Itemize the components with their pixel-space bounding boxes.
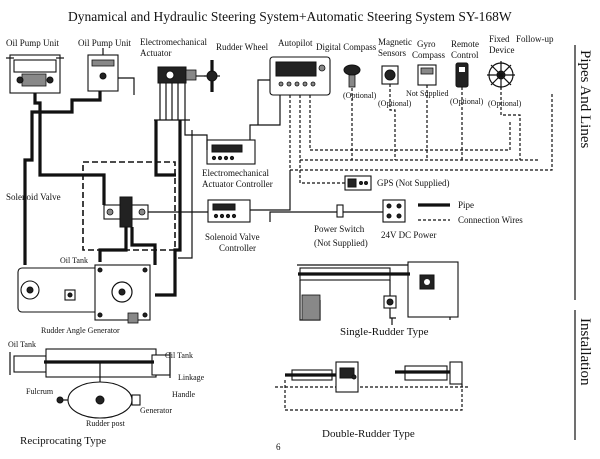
legend-pipe-label: Pipe (458, 200, 474, 210)
power-supply-icon (382, 199, 406, 223)
label-fulcrum: Fulcrum (26, 387, 54, 396)
gps-icon (344, 175, 372, 191)
hydraulic-pipe-a (154, 120, 176, 177)
autopilot-icon (269, 56, 331, 96)
label-not-supplied: Not Supplied (406, 89, 448, 98)
label-optional-4: (Optional) (488, 99, 522, 108)
diagram-title: Dynamical and Hydraulic Steering System+… (68, 9, 512, 24)
label-optional-3: (Optional) (450, 97, 484, 106)
label-autopilot: Autopilot (278, 38, 313, 48)
label-gyro-compass-1: Gyro (417, 39, 436, 49)
double-rudder-figure (275, 361, 470, 411)
wire-inner (309, 95, 511, 151)
label-gyro-compass-2: Compass (412, 50, 446, 60)
wire-follow-up (500, 87, 521, 160)
rudder-wheel-icon (196, 60, 220, 92)
wire-power-1 (269, 211, 337, 222)
label-sv-controller-2: Controller (219, 243, 256, 253)
wire-outer (289, 92, 553, 171)
side-label-installation: Installation (577, 318, 593, 386)
follow-up-wheel-icon (487, 61, 515, 89)
wire-gps (299, 160, 345, 184)
wire-to-em-controller (249, 95, 281, 140)
label-oil-pump-unit-1: Oil Pump Unit (6, 38, 60, 48)
label-linkage: Linkage (178, 373, 205, 382)
magnetic-sensor-icon (381, 65, 399, 85)
gyro-compass-icon (417, 64, 437, 86)
sv-controller-wire (250, 170, 291, 211)
label-rudder-post: Rudder post (86, 419, 126, 428)
digital-compass-icon (343, 64, 361, 88)
oil-pump-unit-2-icon (87, 48, 119, 92)
oil-tank-cylinder-icon (17, 264, 151, 324)
em-actuator-controller-icon (206, 139, 256, 165)
power-switch-icon (336, 204, 344, 218)
label-follow-up: Follow-up (516, 34, 554, 44)
solenoid-valve-controller-icon (207, 199, 251, 223)
pump2-wire (118, 77, 135, 95)
legend-wires-label: Connection Wires (458, 215, 523, 225)
label-rudder-wheel: Rudder Wheel (216, 42, 269, 52)
reciprocating-type-figure (9, 348, 171, 419)
em-actuator-icon (157, 66, 197, 84)
label-rudder-angle-generator: Rudder Angle Generator (41, 326, 120, 335)
label-magnetic-sensors-1: Magnetic (378, 37, 412, 47)
page-number: 6 (276, 442, 281, 452)
wire-to-generator (178, 130, 193, 259)
wire-magnetic (389, 84, 396, 160)
side-label-pipes-and-lines: Pipes And Lines (577, 50, 593, 148)
label-sv-controller-1: Solenoid Valve (205, 232, 260, 242)
label-magnetic-sensors-2: Sensors (378, 48, 406, 58)
label-generator: Generator (140, 406, 172, 415)
valve-to-cylinder-b (130, 227, 157, 265)
label-power-switch-2: (Not Supplied) (314, 238, 368, 248)
label-24v-dc-power: 24V DC Power (381, 230, 436, 240)
label-em-actuator-1: Electromechanical (140, 37, 207, 47)
pump-return (23, 135, 34, 265)
label-em-controller-2: Actuator Controller (202, 179, 273, 189)
caption-reciprocating-type: Reciprocating Type (20, 435, 106, 447)
solenoid-valve-box (82, 161, 176, 251)
caption-single-rudder-type: Single-Rudder Type (340, 326, 429, 338)
label-oil-tank-2: Oil Tank (8, 340, 36, 349)
valve-to-cylinder (98, 227, 128, 262)
solenoid-valve-icon (103, 196, 149, 228)
label-em-controller-1: Electromechanical (202, 168, 269, 178)
label-oil-pump-unit-2: Oil Pump Unit (78, 38, 132, 48)
label-device: Device (489, 45, 514, 55)
hydraulic-pipe-b (155, 120, 182, 297)
label-power-switch-1: Power Switch (314, 224, 365, 234)
wire-autopilot-side (257, 79, 270, 125)
single-rudder-figure (297, 261, 459, 325)
remote-control-icon (455, 62, 469, 88)
pump1-to-valve (38, 132, 106, 205)
label-gps: GPS (Not Supplied) (377, 178, 450, 188)
label-oil-tank-3: Oil Tank (165, 351, 193, 360)
label-solenoid-valve: Solenoid Valve (6, 192, 61, 202)
label-fixed: Fixed (489, 34, 510, 44)
label-optional-2: (Optional) (378, 99, 412, 108)
label-optional-1: (Optional) (343, 91, 377, 100)
oil-pump-unit-1-icon (6, 54, 64, 94)
caption-double-rudder-type: Double-Rudder Type (322, 428, 415, 440)
label-handle: Handle (172, 390, 196, 399)
label-oil-tank-1: Oil Tank (60, 256, 88, 265)
pump2-pipe (30, 91, 102, 135)
label-remote-control-1: Remote (451, 39, 479, 49)
label-digital-compass: Digital Compass (316, 42, 377, 52)
label-remote-control-2: Control (451, 50, 479, 60)
actuator-wire-5 (184, 83, 208, 150)
label-em-actuator-2: Actuator (140, 48, 172, 58)
pump1-pipe (33, 93, 42, 132)
